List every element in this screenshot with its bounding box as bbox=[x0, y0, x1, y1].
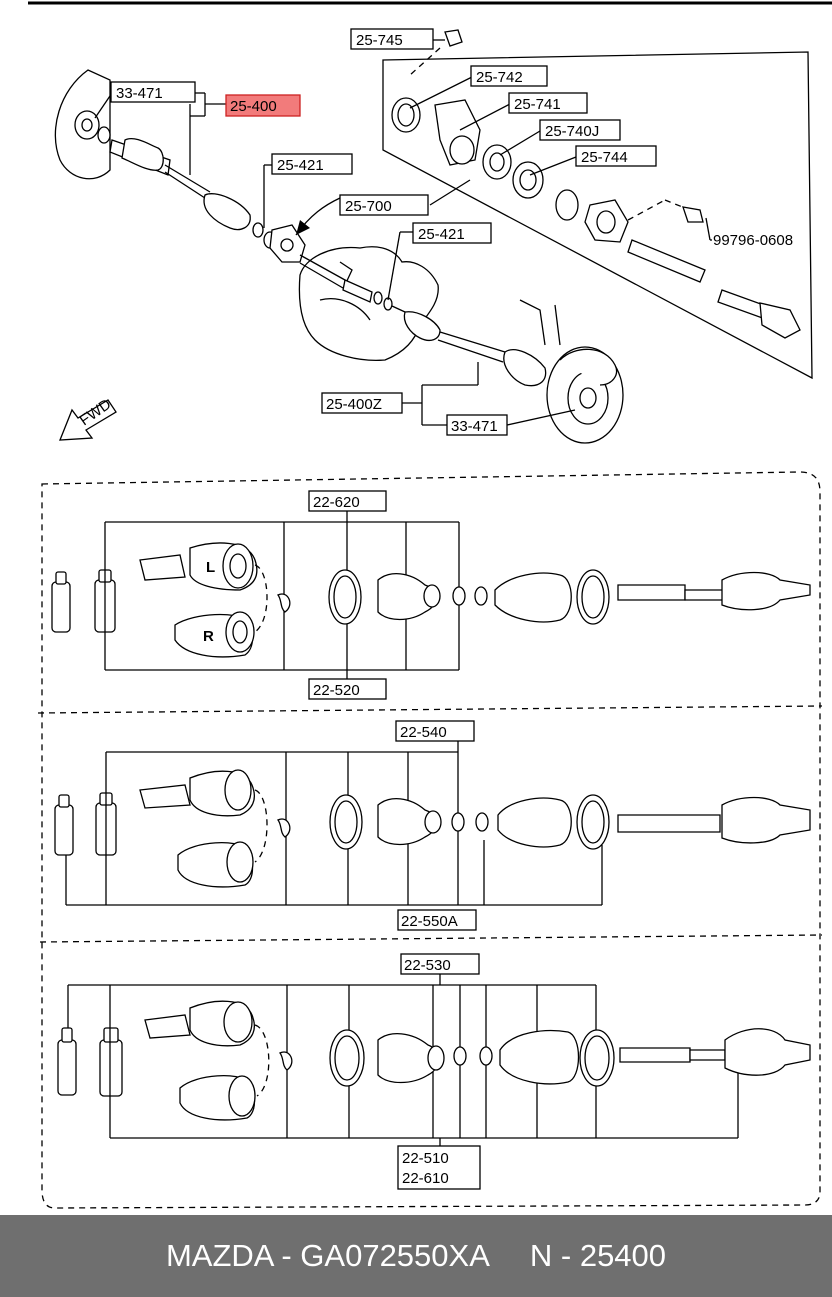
label-25-741: 25-741 bbox=[508, 92, 588, 114]
label-99796-0608: 99796-0608 bbox=[713, 232, 793, 249]
reference-number: N - 25400 bbox=[529, 1238, 667, 1273]
label-22-550a: 22-550A bbox=[397, 909, 477, 931]
fwd-arrow: FWD bbox=[59, 396, 117, 441]
right-hub-drawing bbox=[503, 299, 624, 444]
svg-text:25-740J: 25-740J bbox=[545, 123, 599, 140]
svg-text:R: R bbox=[203, 628, 214, 645]
svg-text:L: L bbox=[206, 559, 215, 576]
parts-diagram: FWD 25-745 25-742 33-471 25-400 25-741 2… bbox=[28, 1, 832, 1209]
part-number-footer: MAZDA - GA072550XA N - 25400 bbox=[0, 1215, 832, 1297]
svg-text:22-530: 22-530 bbox=[404, 957, 451, 974]
label-22-520: 22-520 bbox=[308, 678, 387, 700]
svg-text:22-540: 22-540 bbox=[400, 724, 447, 741]
label-25-744: 25-744 bbox=[575, 145, 657, 167]
svg-text:22-510: 22-510 bbox=[402, 1150, 449, 1167]
label-25-740j: 25-740J bbox=[539, 119, 621, 141]
svg-text:22-550A: 22-550A bbox=[401, 913, 458, 930]
svg-text:25-700: 25-700 bbox=[345, 198, 392, 215]
label-25-742: 25-742 bbox=[470, 65, 548, 87]
exploded-parts-drawing bbox=[391, 97, 801, 339]
svg-text:25-400Z: 25-400Z bbox=[326, 396, 382, 413]
svg-text:25-421: 25-421 bbox=[418, 226, 465, 243]
svg-text:25-400: 25-400 bbox=[230, 98, 277, 115]
section-1-drawing: L R bbox=[51, 511, 811, 679]
label-22-540: 22-540 bbox=[395, 720, 475, 742]
section-2-drawing bbox=[54, 741, 811, 906]
svg-text:25-745: 25-745 bbox=[356, 32, 403, 49]
engine-outline-drawing bbox=[298, 246, 439, 361]
label-25-745: 25-745 bbox=[350, 28, 434, 50]
svg-text:33-471: 33-471 bbox=[116, 85, 163, 102]
top-leader-lines bbox=[94, 29, 712, 426]
label-22-510-22-610: 22-510 22-610 bbox=[397, 1145, 481, 1190]
svg-text:22-620: 22-620 bbox=[313, 494, 360, 511]
svg-text:25-741: 25-741 bbox=[514, 96, 561, 113]
label-25-400-highlighted: 25-400 bbox=[225, 94, 301, 117]
svg-text:25-421: 25-421 bbox=[277, 157, 324, 174]
section-3-drawing bbox=[57, 974, 811, 1146]
label-22-530: 22-530 bbox=[400, 953, 480, 975]
left-hub-drawing bbox=[54, 69, 111, 180]
label-33-471-top: 33-471 bbox=[110, 81, 196, 103]
left-driveshaft-drawing bbox=[109, 138, 277, 249]
brand-part-number: MAZDA - GA072550XA bbox=[165, 1238, 490, 1273]
label-25-421-b: 25-421 bbox=[412, 222, 492, 244]
label-25-700: 25-700 bbox=[339, 194, 429, 216]
svg-text:99796-0608: 99796-0608 bbox=[713, 232, 793, 249]
svg-text:25-744: 25-744 bbox=[581, 149, 628, 166]
label-25-421-a: 25-421 bbox=[271, 153, 353, 175]
label-22-620: 22-620 bbox=[308, 490, 387, 512]
label-25-400z: 25-400Z bbox=[321, 392, 403, 414]
svg-text:25-742: 25-742 bbox=[476, 69, 523, 86]
label-33-471-bottom: 33-471 bbox=[446, 414, 508, 436]
svg-text:33-471: 33-471 bbox=[451, 418, 498, 435]
exploded-panel bbox=[382, 51, 813, 380]
section-frames bbox=[37, 471, 823, 1209]
svg-text:22-610: 22-610 bbox=[402, 1170, 449, 1187]
intermediate-shaft-drawing bbox=[299, 254, 506, 363]
svg-text:22-520: 22-520 bbox=[313, 682, 360, 699]
